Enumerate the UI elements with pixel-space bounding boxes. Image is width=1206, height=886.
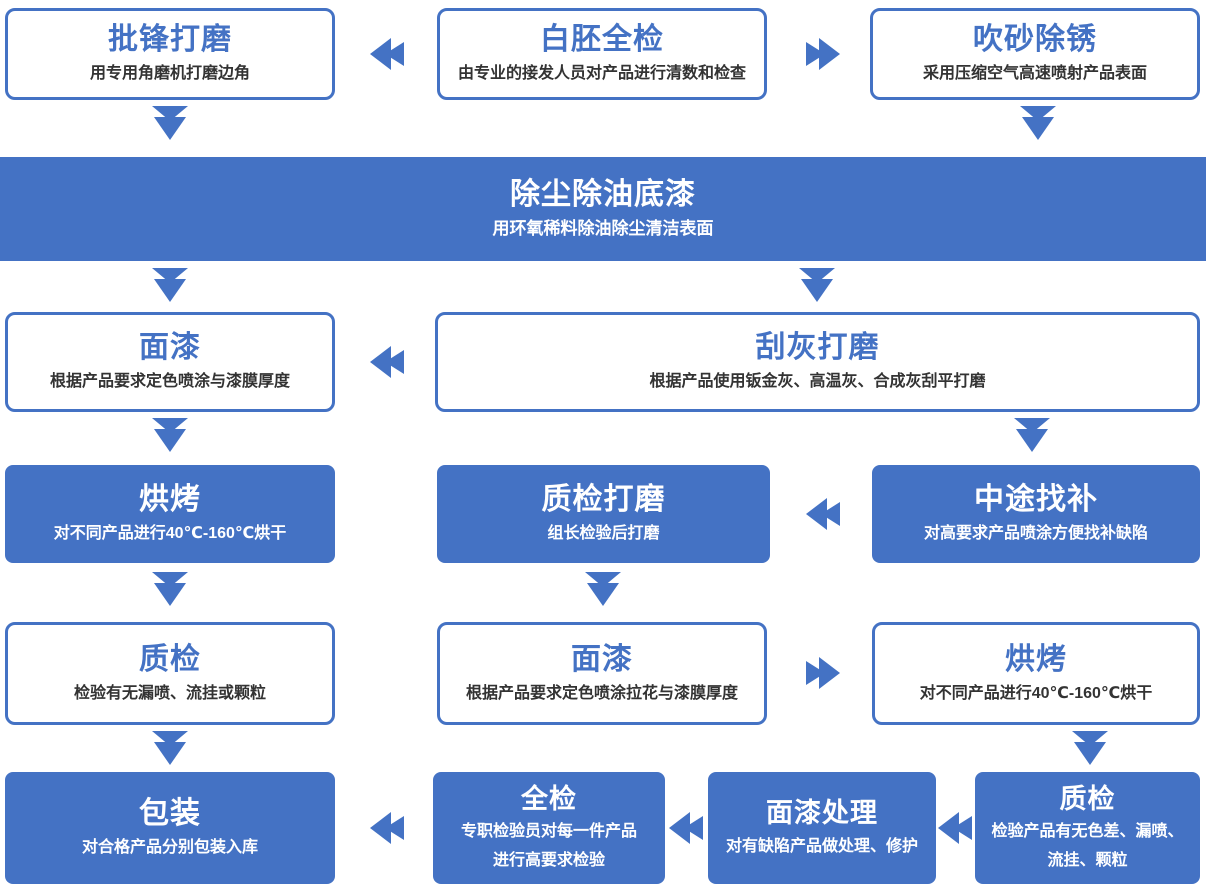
double-chevron-down-icon (1072, 731, 1108, 765)
node-subtitle-line2: 进行高要求检验 (492, 851, 605, 869)
node-title: 中途找补 (974, 483, 1098, 517)
double-chevron-down-icon (1014, 418, 1050, 452)
double-chevron-down-icon (152, 418, 188, 452)
node-title: 白胚全检 (540, 23, 664, 57)
double-chevron-left-icon (370, 38, 404, 70)
node-subtitle: 对高要求产品喷涂方便找补缺陷 (923, 525, 1148, 543)
node-title: 面漆 (571, 642, 633, 676)
double-chevron-down-icon (152, 106, 188, 140)
node-title: 刮灰打磨 (755, 331, 880, 365)
double-chevron-down-icon (152, 572, 188, 606)
node-dust-oil-removal-primer: 除尘除油底漆 用环氧稀料除油除尘清洁表面 (0, 157, 1206, 261)
node-topcoat-2: 面漆 根据产品要求定色喷涂拉花与漆膜厚度 (437, 622, 767, 725)
node-title: 除尘除油底漆 (510, 177, 696, 211)
node-subtitle: 对不同产品进行40℃-160℃烘干 (919, 684, 1153, 702)
node-subtitle: 采用压缩空气高速喷射产品表面 (922, 65, 1147, 83)
node-full-inspection: 全检 专职检验员对每一件产品 进行高要求检验 (433, 772, 665, 884)
node-baking-2: 烘烤 对不同产品进行40℃-160℃烘干 (872, 622, 1200, 725)
node-topcoat: 面漆 根据产品要求定色喷涂与漆膜厚度 (5, 312, 335, 412)
node-midway-touchup: 中途找补 对高要求产品喷涂方便找补缺陷 (872, 465, 1200, 563)
node-subtitle: 对有缺陷产品做处理、修护 (725, 837, 918, 855)
node-blank-full-inspection: 白胚全检 由专业的接发人员对产品进行清数和检查 (437, 8, 767, 100)
node-subtitle-line2: 流挂、颗粒 (1047, 851, 1128, 869)
double-chevron-left-icon (370, 346, 404, 378)
double-chevron-right-icon (806, 38, 840, 70)
node-title: 质检打磨 (541, 483, 666, 517)
node-title: 包装 (139, 797, 201, 831)
double-chevron-down-icon (1020, 106, 1056, 140)
node-subtitle: 用环氧稀料除油除尘清洁表面 (492, 218, 714, 238)
double-chevron-down-icon (152, 268, 188, 302)
node-title: 批锋打磨 (108, 23, 232, 57)
node-title: 烘烤 (1005, 642, 1067, 676)
node-quality-inspection-2: 质检 检验产品有无色差、漏喷、 流挂、颗粒 (975, 772, 1200, 884)
double-chevron-left-icon (669, 812, 703, 844)
node-title: 面漆处理 (766, 797, 878, 828)
node-title: 质检 (1059, 783, 1116, 814)
node-burr-grinding: 批锋打磨 用专用角磨机打磨边角 (5, 8, 335, 100)
node-subtitle: 根据产品要求定色喷涂拉花与漆膜厚度 (465, 684, 738, 702)
node-topcoat-treatment: 面漆处理 对有缺陷产品做处理、修护 (708, 772, 936, 884)
node-subtitle: 根据产品要求定色喷涂与漆膜厚度 (49, 373, 290, 391)
double-chevron-down-icon (799, 268, 835, 302)
node-baking: 烘烤 对不同产品进行40℃-160℃烘干 (5, 465, 335, 563)
node-subtitle: 检验产品有无色差、漏喷、 (991, 823, 1184, 841)
node-title: 吹砂除锈 (973, 23, 1097, 57)
node-sandblast-rust-removal: 吹砂除锈 采用压缩空气高速喷射产品表面 (870, 8, 1200, 100)
node-title: 面漆 (139, 331, 201, 365)
node-quality-inspection: 质检 检验有无漏喷、流挂或颗粒 (5, 622, 335, 725)
double-chevron-down-icon (585, 572, 621, 606)
node-subtitle: 对合格产品分别包装入库 (81, 839, 258, 857)
node-title: 全检 (521, 783, 577, 814)
node-packaging: 包装 对合格产品分别包装入库 (5, 772, 335, 884)
double-chevron-down-icon (152, 731, 188, 765)
node-title: 烘烤 (139, 483, 201, 517)
double-chevron-right-icon (806, 657, 840, 689)
node-subtitle: 由专业的接发人员对产品进行清数和检查 (457, 65, 746, 83)
double-chevron-left-icon (806, 498, 840, 530)
node-title: 质检 (139, 642, 201, 676)
node-subtitle: 对不同产品进行40℃-160℃烘干 (53, 525, 287, 543)
double-chevron-left-icon (938, 812, 972, 844)
double-chevron-left-icon (370, 812, 404, 844)
node-subtitle: 专职检验员对每一件产品 (460, 823, 637, 841)
node-qc-grinding: 质检打磨 组长检验后打磨 (437, 465, 770, 563)
node-subtitle: 组长检验后打磨 (547, 525, 660, 543)
node-putty-scrape-grinding: 刮灰打磨 根据产品使用钣金灰、高温灰、合成灰刮平打磨 (435, 312, 1200, 412)
node-subtitle: 根据产品使用钣金灰、高温灰、合成灰刮平打磨 (649, 373, 986, 391)
node-subtitle: 检验有无漏喷、流挂或颗粒 (73, 684, 266, 702)
node-subtitle: 用专用角磨机打磨边角 (89, 65, 250, 83)
